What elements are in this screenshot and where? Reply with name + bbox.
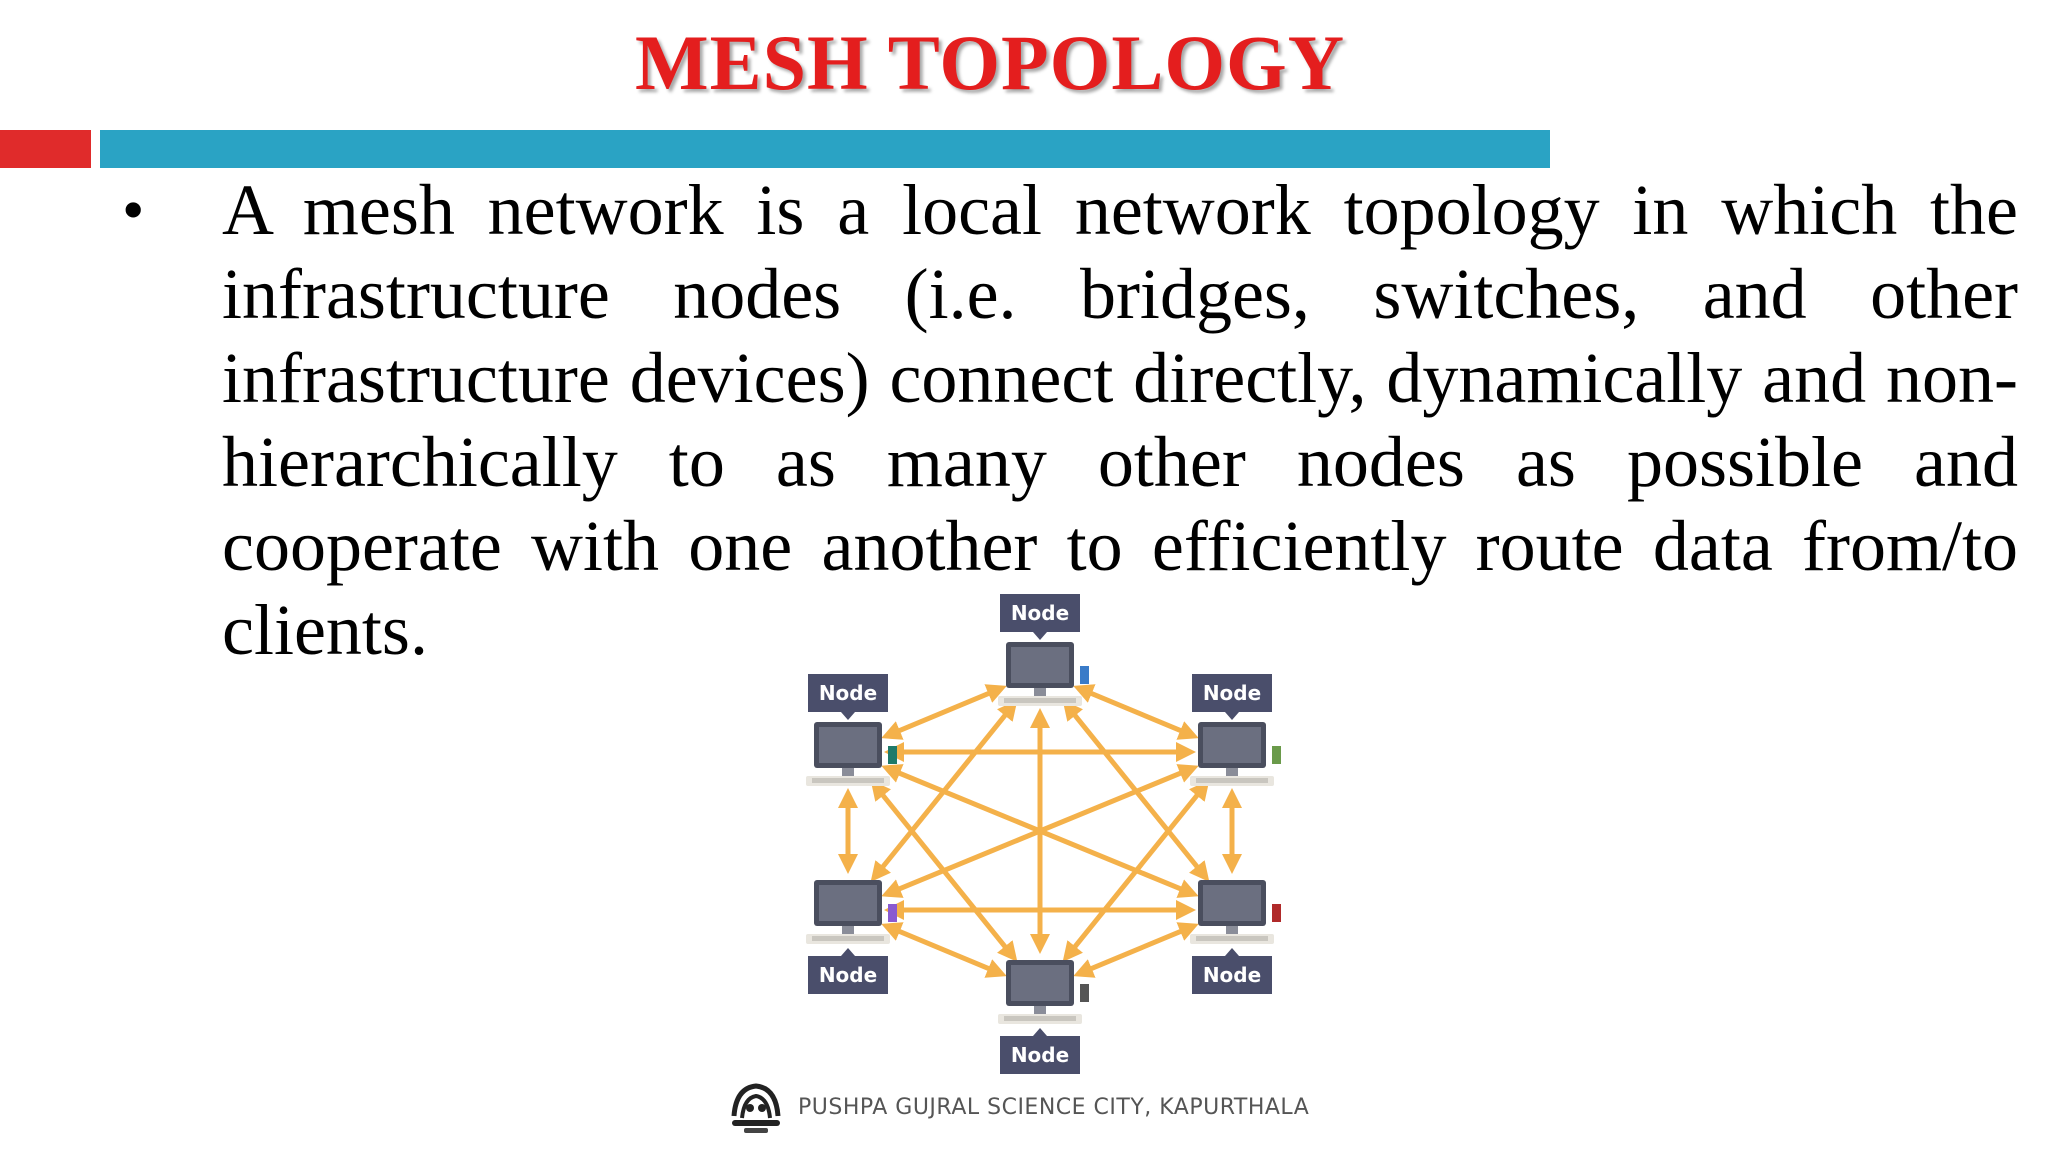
node-label-box [1192, 956, 1272, 994]
node-label-pointer [1033, 632, 1047, 640]
computer-icon [1190, 880, 1281, 944]
node-label-box [808, 674, 888, 712]
node-label-pointer [1033, 1028, 1047, 1036]
node-label-box [1000, 594, 1080, 632]
node-label-pointer [841, 712, 855, 720]
mesh-link [881, 684, 1007, 740]
node-label: Node [1203, 681, 1261, 705]
node-label: Node [819, 681, 877, 705]
computer-icon [1190, 722, 1281, 786]
node-label-box [1000, 1036, 1080, 1074]
footer-institution: PUSHPA GUJRAL SCIENCE CITY, KAPURTHALA [798, 1094, 1310, 1120]
computer-icon [806, 880, 897, 944]
network-node: Node [998, 960, 1089, 1074]
node-label: Node [1011, 1043, 1069, 1067]
mesh-links [838, 684, 1242, 978]
node-label-pointer [841, 948, 855, 956]
network-node: Node [806, 880, 897, 994]
node-label: Node [1011, 601, 1069, 625]
computer-icon [806, 722, 897, 786]
bullet-marker: • [122, 174, 145, 245]
node-label-pointer [1225, 948, 1239, 956]
mesh-link [1073, 922, 1199, 978]
network-node: Node [806, 674, 897, 786]
network-node: Node [1190, 674, 1281, 786]
science-city-logo-icon [731, 1083, 781, 1133]
mesh-link [1073, 684, 1199, 740]
accent-bar-blue [100, 130, 1550, 168]
node-label: Node [1203, 963, 1261, 987]
slide-title: MESH TOPOLOGY [634, 19, 1346, 106]
node-label: Node [819, 963, 877, 987]
mesh-link [881, 922, 1007, 978]
accent-bar-red [0, 130, 91, 168]
node-label-box [808, 956, 888, 994]
network-node: Node [998, 594, 1089, 706]
computer-icon [998, 960, 1089, 1024]
node-label-pointer [1225, 712, 1239, 720]
footer: PUSHPA GUJRAL SCIENCE CITY, KAPURTHALA [724, 1076, 1309, 1138]
bullet-text: A mesh network is a local network topolo… [222, 170, 2018, 670]
network-node: Node [1190, 880, 1281, 994]
node-label-box [1192, 674, 1272, 712]
computer-icon [998, 642, 1089, 706]
